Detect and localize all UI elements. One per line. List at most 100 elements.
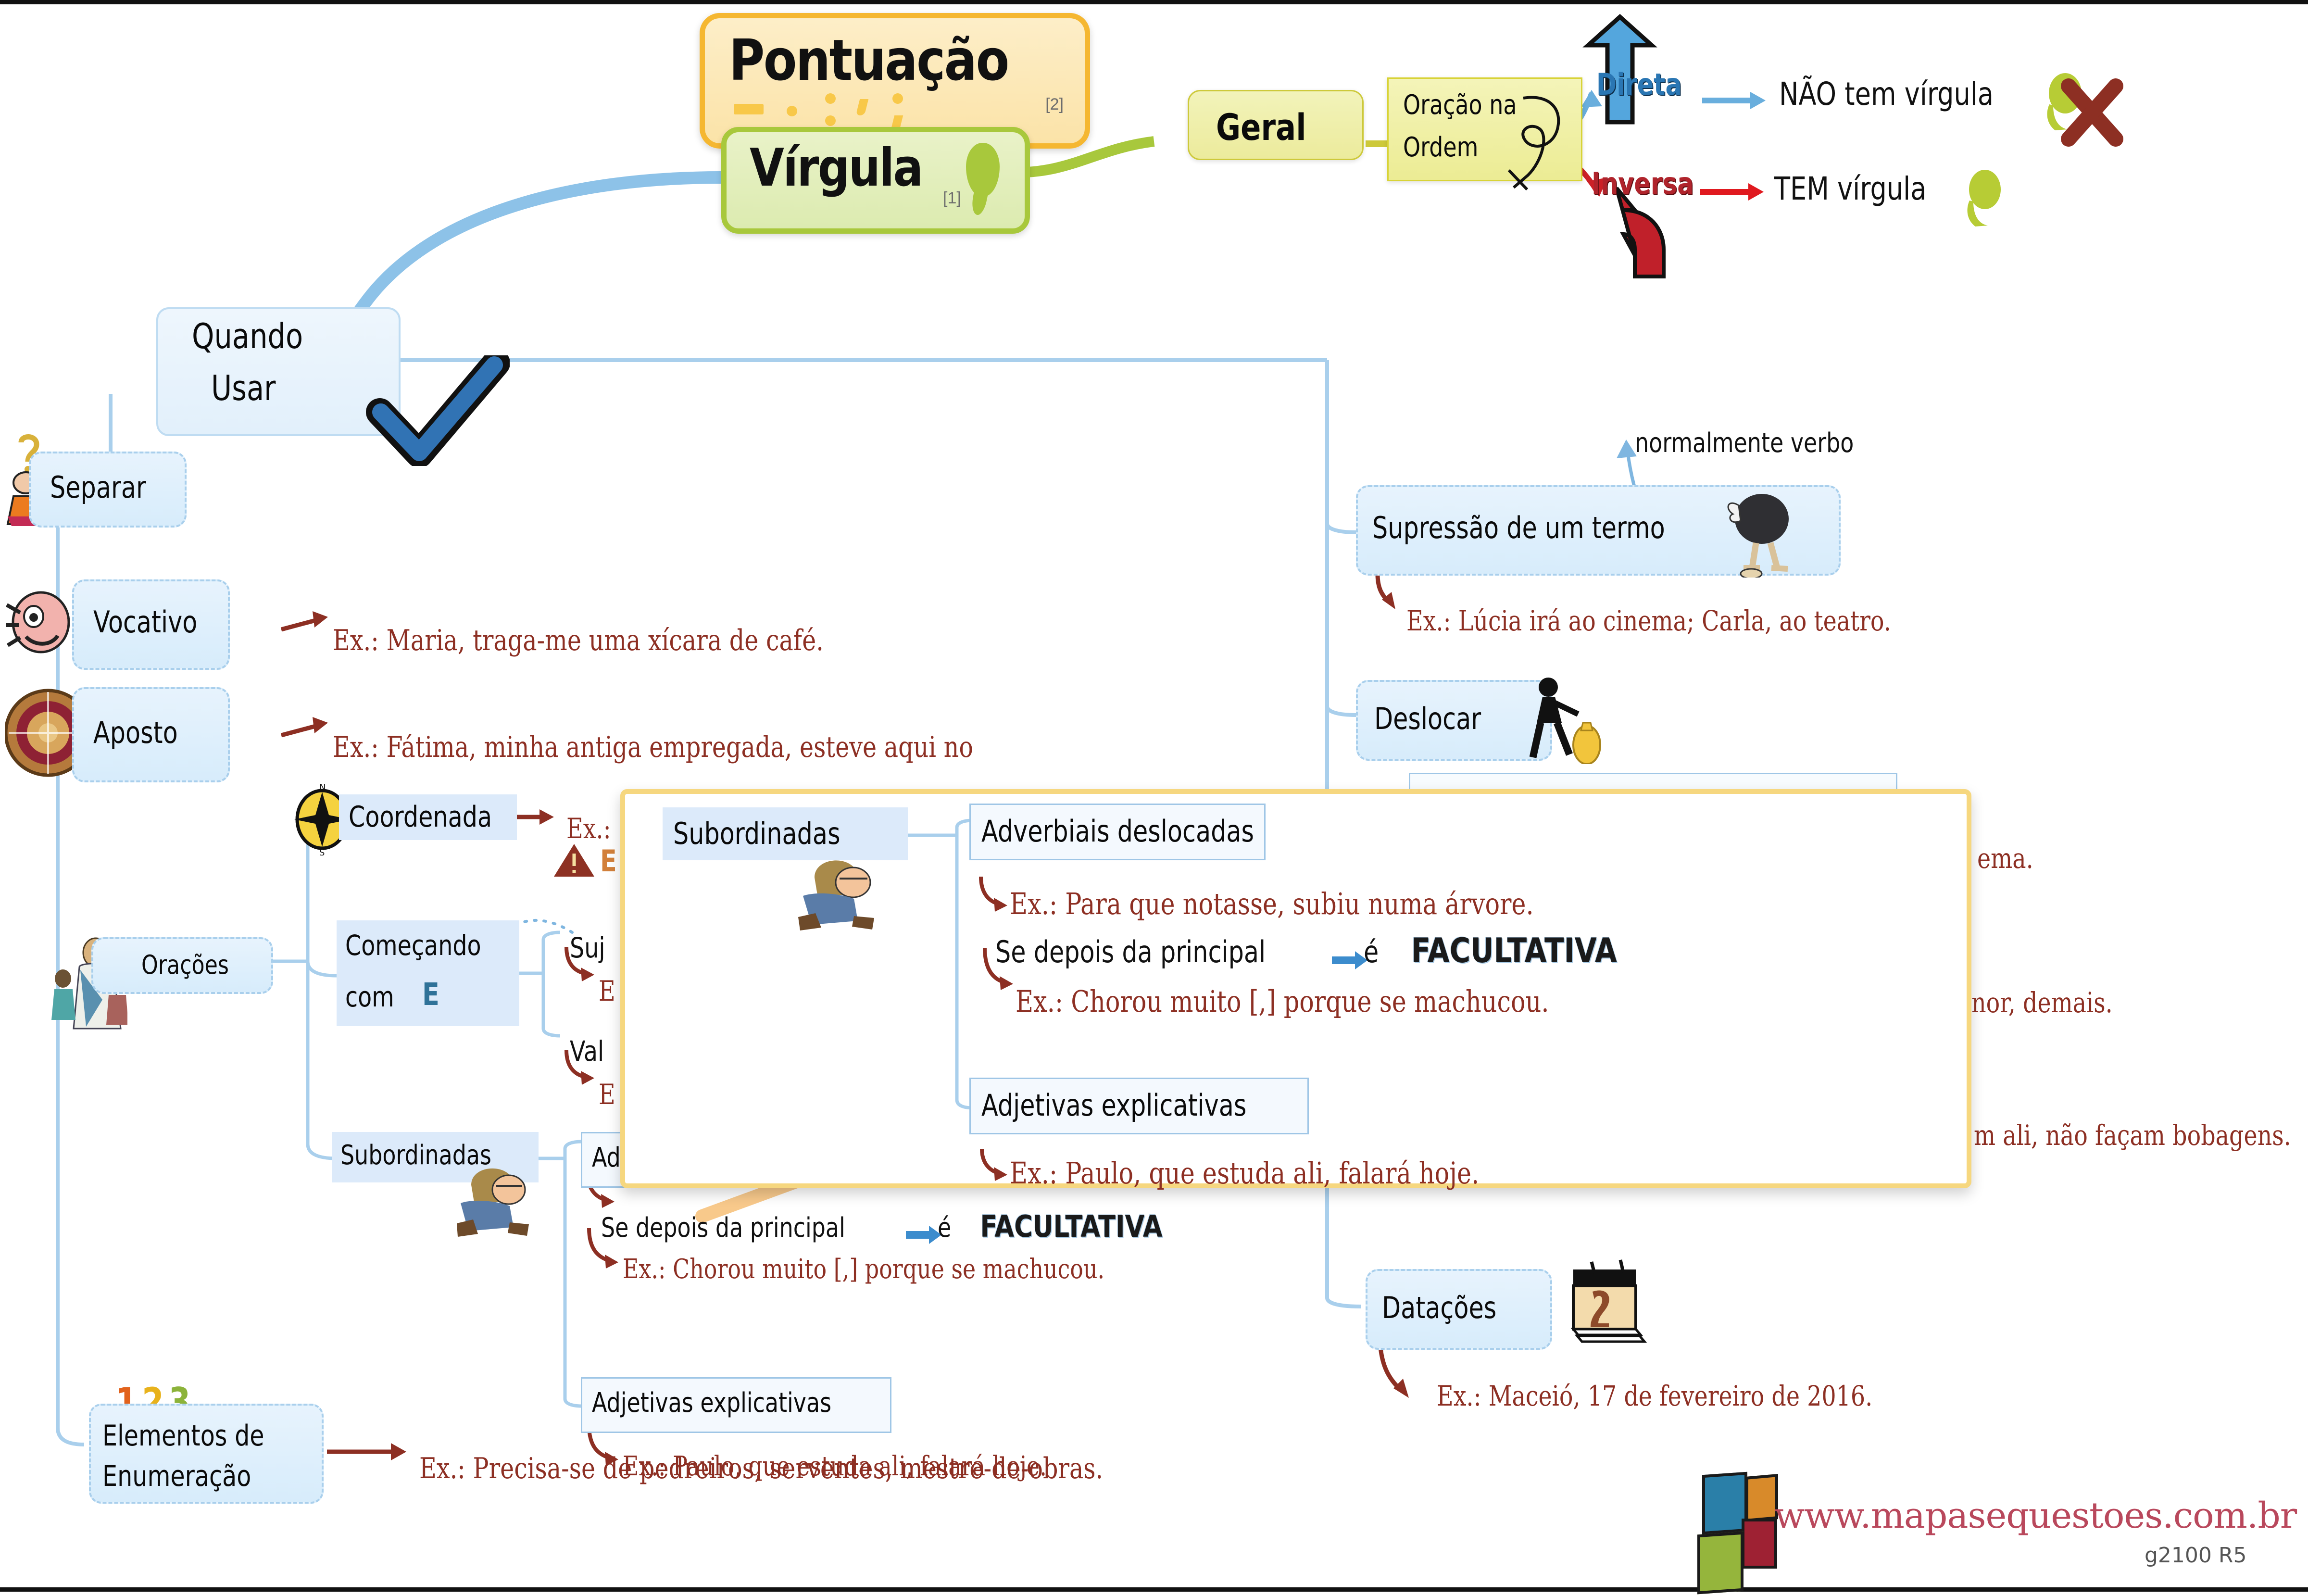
dash-glyph	[734, 104, 764, 114]
enum-line2: Enumeração	[102, 1459, 251, 1493]
inversa-text: Inversa	[1592, 166, 1694, 201]
popup-boy-hiding-icon	[798, 860, 874, 930]
ostrich-icon	[1727, 494, 1789, 578]
aposto-example: Ex.: Fátima, minha antiga empregada, est…	[333, 730, 973, 764]
warning-triangle-icon	[554, 844, 594, 877]
adjetivas-bg-label: Adjetivas explicativas	[592, 1387, 832, 1419]
popup-arrow-right-icon	[1332, 951, 1367, 969]
separar-label: Separar	[50, 470, 146, 505]
sujeito-example: E	[599, 975, 615, 1007]
popup-adverbiais-label: Adverbiais deslocadas	[981, 814, 1254, 849]
arrow-right-icon	[905, 1225, 941, 1244]
facultativa-bg-label: FACULTATIVA	[980, 1209, 1163, 1244]
site-logo-icon	[1697, 1471, 1794, 1595]
node-coordenada[interactable]: Coordenada	[339, 794, 517, 840]
root-title-pontuacao: Pontuação	[729, 27, 1009, 93]
zoom-popup-panel[interactable]: Subordinadas Adverbiais deslocadas	[620, 789, 1971, 1191]
coordenada-label: Coordenada	[349, 800, 492, 834]
popup-paulo-example: Ex.: Paulo, que estuda ali, falará hoje.	[1010, 1156, 1480, 1191]
sujeito-label: Suj	[570, 931, 605, 964]
colon-glyph-bottom	[825, 115, 836, 126]
checkmark-icon	[366, 355, 510, 466]
enum-example: Ex.: Precisa-se de pedreiros, serventes,…	[419, 1452, 1104, 1485]
person-pushing-icon	[1529, 678, 1601, 764]
period-glyph	[787, 106, 797, 116]
node-comecando-com-e[interactable]: Começando com E	[337, 920, 519, 1026]
se-depois-row-bg: Se depois da principal é FACULTATIVA	[601, 1209, 1179, 1244]
popup-node-adjetivas[interactable]: Adjetivas explicativas	[969, 1078, 1309, 1134]
node-deslocar[interactable]: Deslocar	[1356, 680, 1552, 761]
node-separar[interactable]: Separar	[29, 452, 187, 528]
root-node-virgula[interactable]: Vírgula [1]	[721, 127, 1030, 234]
hidden-fragment-ema: ema.	[1977, 842, 2033, 875]
map-code: g2100 R5	[2145, 1543, 2247, 1568]
oracoes-label: Orações	[141, 950, 229, 980]
popup-adverbiais-example: Ex.: Para que notasse, subiu numa árvore…	[1010, 886, 1534, 921]
popup-node-subordinadas[interactable]: Subordinadas	[663, 807, 908, 860]
enum-line1: Elementos de	[102, 1419, 264, 1453]
quando-usar-line1: Quando	[192, 316, 303, 356]
popup-chorou-example: Ex.: Chorou muito [,] porque se machucou…	[1016, 984, 1549, 1019]
vocativo-example: Ex.: Maria, traga-me uma xícara de café.	[333, 624, 824, 657]
roulette-icon	[5, 689, 91, 777]
boy-hiding-icon	[457, 1168, 529, 1237]
node-geral-label: Geral	[1216, 106, 1306, 149]
hidden-fragment-nor-demais: nor, demais.	[1971, 986, 2113, 1019]
vocativo-label: Vocativo	[93, 604, 198, 640]
node-supressao-de-um-termo[interactable]: Supressão de um termo	[1356, 485, 1841, 578]
arrow-up-icon	[1582, 14, 1657, 125]
popup-e-palavra: é	[1364, 934, 1379, 969]
comecando-e-glyph: E	[422, 977, 439, 1013]
deslocar-label: Deslocar	[1374, 701, 1481, 736]
arrow-curve-icon	[1615, 187, 1666, 278]
quando-usar-line2: Usar	[211, 368, 276, 408]
aposto-label: Aposto	[93, 715, 178, 750]
se-depois-bg-label: Se depois da principal	[601, 1212, 845, 1244]
comma-glyph	[855, 99, 869, 115]
popup-subordinadas-label: Subordinadas	[673, 816, 840, 851]
adverbiais-bg-label: Ad	[592, 1142, 621, 1173]
direta-text: Direta	[1596, 67, 1682, 102]
root-ref-pontuacao: [2]	[1045, 95, 1064, 113]
node-geral[interactable]: Geral	[1188, 90, 1364, 160]
node-oracoes[interactable]: Orações	[91, 937, 273, 994]
root-node-pontuacao[interactable]: Pontuação [2]	[700, 13, 1090, 149]
semicolon-glyph-top	[892, 93, 903, 104]
supressao-example: Ex.: Lúcia irá ao cinema; Carla, ao teat…	[1406, 604, 1891, 637]
node-adjetivas-bg[interactable]: Adjetivas explicativas	[581, 1377, 891, 1433]
node-oracao-na-ordem[interactable]: Oração na Ordem	[1387, 77, 1582, 191]
node-vocativo[interactable]: Vocativo	[72, 579, 230, 670]
supressao-label: Supressão de um termo	[1372, 510, 1665, 545]
node-quando-usar[interactable]: Quando Usar	[156, 307, 401, 436]
comma-icon	[966, 143, 1000, 197]
coordenada-alert-e: E	[600, 843, 617, 879]
node-datacoes[interactable]: Datações	[1366, 1269, 1552, 1350]
datacoes-label: Datações	[1382, 1290, 1497, 1325]
subordinadas-bg-label: Subordinadas	[340, 1140, 491, 1171]
paulo-example-bg: Ex.: Paulo, que estuda ali, falará hoje.	[623, 1451, 1047, 1482]
popup-facultativa-label: FACULTATIVA	[1411, 931, 1617, 970]
e-palavra-bg: é	[938, 1212, 952, 1244]
green-comma-icon	[1967, 170, 2001, 226]
node-elementos-enumeracao[interactable]: Elementos de Enumeração	[89, 1404, 324, 1504]
svg-text:N: N	[319, 783, 326, 792]
inversa-result-text: TEM vírgula	[1774, 170, 1927, 207]
oracao-line2: Ordem	[1403, 132, 1479, 163]
popup-adjetivas-label: Adjetivas explicativas	[981, 1088, 1247, 1123]
valor-example: E	[599, 1078, 615, 1111]
popup-node-adverbiais[interactable]: Adverbiais deslocadas	[969, 804, 1266, 860]
datacoes-example: Ex.: Maceió, 17 de fevereiro de 2016.	[1437, 1380, 1873, 1412]
valor-label: Val	[570, 1035, 604, 1068]
popup-se-depois-label: Se depois da principal	[995, 934, 1266, 969]
scribble-icon	[1507, 96, 1560, 191]
compass-icon: N S	[294, 783, 350, 855]
root-title-virgula: Vírgula	[750, 138, 923, 198]
popup-se-depois-row: Se depois da principal é FACULTATIVA	[995, 931, 1635, 970]
svg-text:S: S	[319, 848, 325, 855]
oracao-line1: Oração na	[1403, 89, 1517, 121]
node-aposto[interactable]: Aposto	[72, 687, 230, 782]
coordenada-example: Ex.:	[566, 812, 611, 845]
shouting-face-icon	[6, 591, 70, 653]
site-url[interactable]: www.mapasequestoes.com.br	[1774, 1495, 2297, 1536]
